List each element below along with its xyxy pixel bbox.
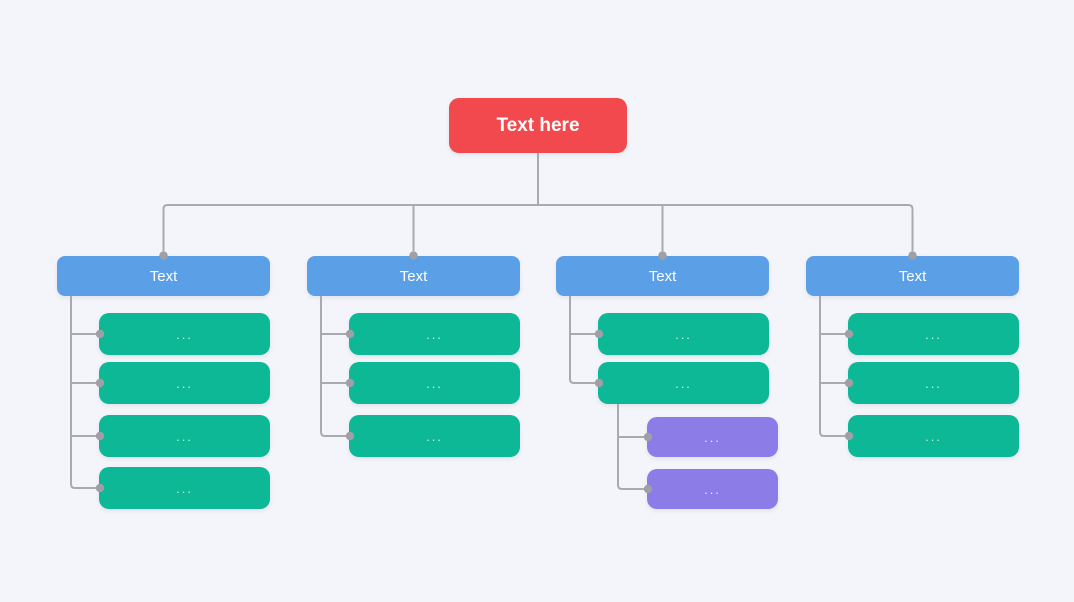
node-label: ... [704,429,721,445]
root-node[interactable]: Text here [449,98,627,153]
node-label: ... [675,326,692,342]
node-label: ... [176,480,193,496]
child-node[interactable]: ... [349,415,520,457]
node-label: ... [426,326,443,342]
node-label: ... [176,326,193,342]
child-node[interactable]: ... [848,362,1019,404]
child-node[interactable]: ... [598,313,769,355]
child-node[interactable]: ... [848,415,1019,457]
branch-node-3[interactable]: Text [556,256,769,296]
child-node[interactable]: ... [349,313,520,355]
node-label: ... [426,428,443,444]
node-label: Text [898,267,927,285]
child-node[interactable]: ... [349,362,520,404]
node-label: ... [675,375,692,391]
child-node[interactable]: ... [848,313,1019,355]
branch-node-1[interactable]: Text [57,256,270,296]
node-label: Text [399,267,428,285]
node-label: Text here [496,114,580,136]
node-label: ... [704,481,721,497]
node-label: Text [149,267,178,285]
node-label: ... [925,428,942,444]
node-label: ... [176,428,193,444]
branch-node-2[interactable]: Text [307,256,520,296]
child-node[interactable]: ... [99,415,270,457]
child-node[interactable]: ... [99,313,270,355]
child-node[interactable]: ... [99,362,270,404]
node-label: ... [925,326,942,342]
grandchild-node[interactable]: ... [647,469,778,509]
branch-node-4[interactable]: Text [806,256,1019,296]
grandchild-node[interactable]: ... [647,417,778,457]
node-label: Text [648,267,677,285]
node-label: ... [925,375,942,391]
node-label: ... [176,375,193,391]
node-label: ... [426,375,443,391]
child-node[interactable]: ... [598,362,769,404]
child-node[interactable]: ... [99,467,270,509]
